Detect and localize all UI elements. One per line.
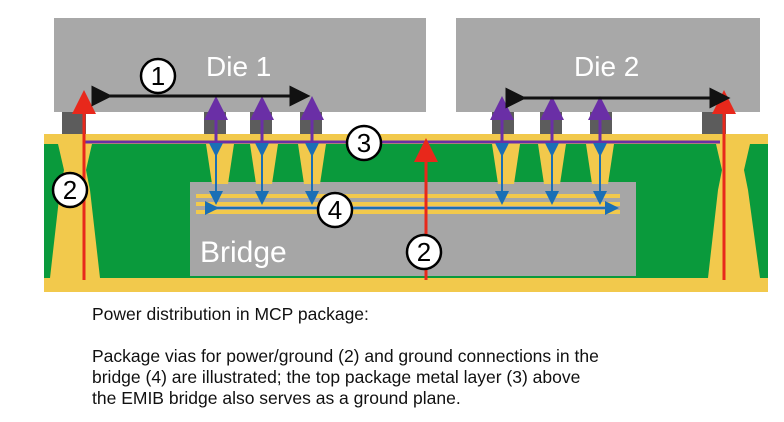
caption-line: bridge (4) are illustrated; the top pack…: [92, 367, 581, 387]
marker-2-left: 2: [51, 171, 89, 209]
svg-text:1: 1: [151, 61, 165, 91]
svg-text:2: 2: [63, 175, 77, 205]
caption-line: the EMIB bridge also serves as a ground …: [92, 388, 461, 408]
die-2-label: Die 2: [574, 51, 639, 82]
marker-1: 1: [139, 57, 177, 95]
marker-3: 3: [345, 124, 383, 162]
marker-4: 4: [316, 191, 354, 229]
svg-text:3: 3: [357, 128, 371, 158]
mcp-package-diagram: Die 1 Die 2 Bridge: [44, 18, 768, 292]
die-bumps: [62, 112, 726, 134]
top-metal-layer: [44, 134, 768, 144]
svg-text:4: 4: [328, 195, 342, 225]
die-1-label: Die 1: [206, 51, 271, 82]
caption-line: Package vias for power/ground (2) and gr…: [92, 346, 599, 366]
marker-2-center: 2: [405, 233, 443, 271]
caption-title: Power distribution in MCP package:: [92, 304, 369, 324]
bridge-metal-lines: [196, 194, 620, 214]
bridge-signal-arrows: [205, 143, 619, 215]
caption: Power distribution in MCP package: Packa…: [92, 304, 752, 409]
ground-up-arrows: [204, 96, 612, 142]
svg-text:2: 2: [417, 237, 431, 267]
bottom-metal-layer: [44, 278, 768, 292]
bridge-label: Bridge: [200, 236, 287, 269]
die-to-die-arrows: [91, 85, 731, 109]
